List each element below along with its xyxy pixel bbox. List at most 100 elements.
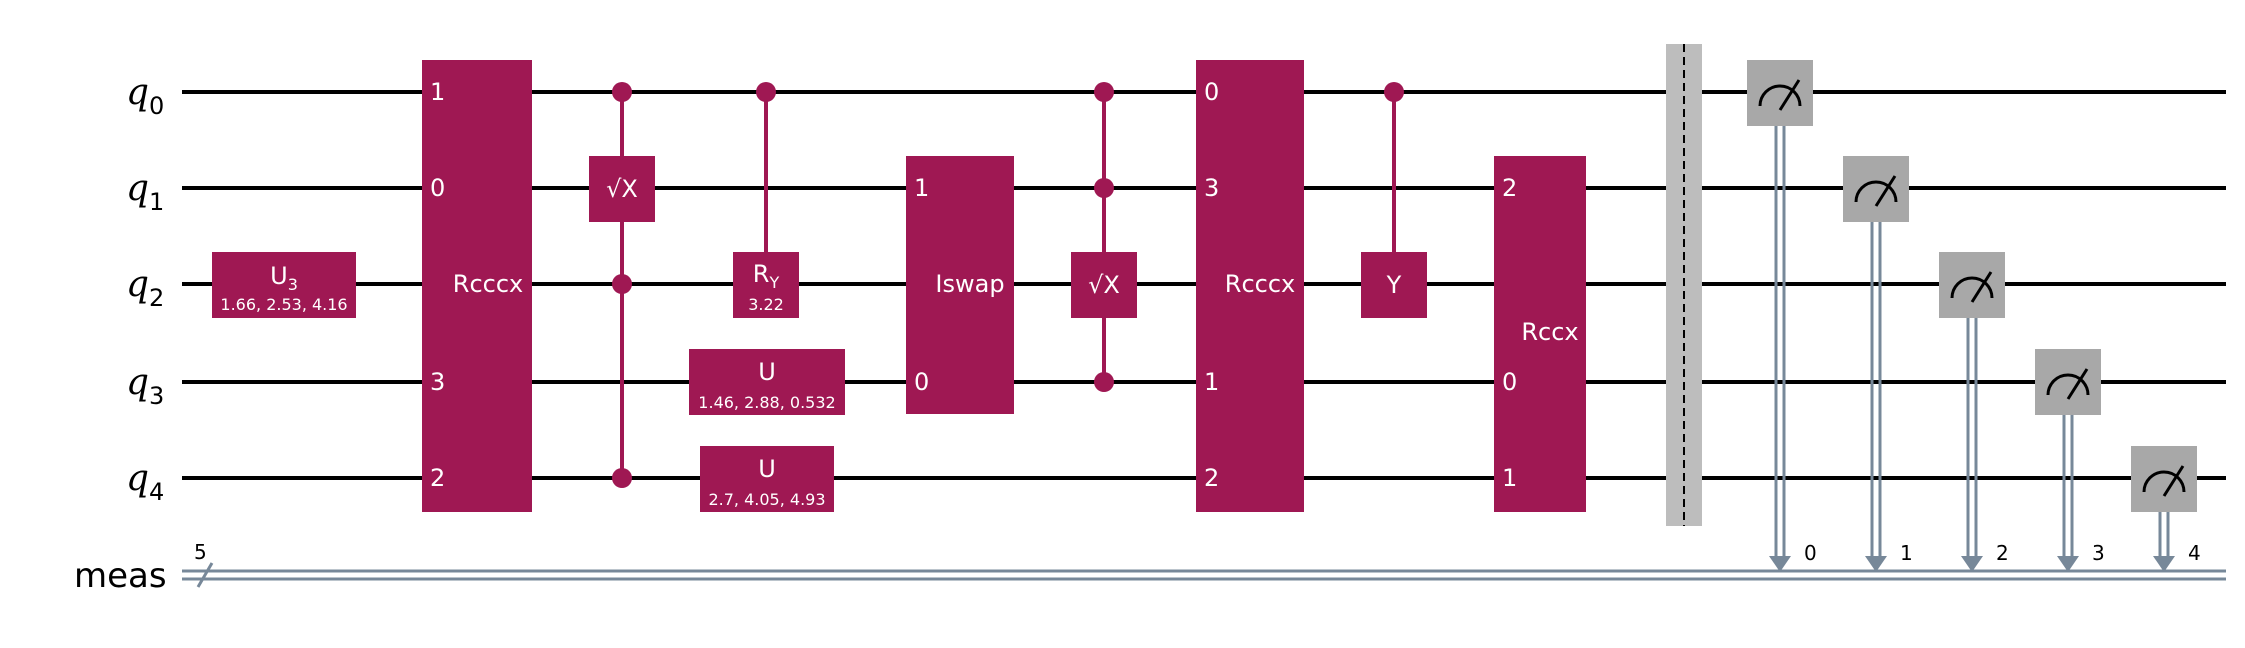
rcccx-gate-2-box bbox=[1196, 60, 1304, 512]
control-dot-q0 bbox=[612, 82, 632, 102]
rcccx-gate-2-pin-q1: 3 bbox=[1204, 174, 1219, 202]
qubit-label-index: 0 bbox=[149, 92, 164, 120]
measurement-q2: 2 bbox=[1939, 252, 2009, 572]
register-size-slash bbox=[196, 562, 214, 588]
gate-label-sub: Y bbox=[768, 273, 779, 292]
sqrtx-gate-2-box bbox=[1071, 252, 1137, 318]
measure-arrow bbox=[2153, 556, 2175, 572]
control-dot-q0 bbox=[1384, 82, 1404, 102]
gate-label-sub: 3 bbox=[288, 275, 298, 294]
qubit-label-index: 3 bbox=[149, 382, 164, 410]
u3-gate-params: 1.66, 2.53, 4.16 bbox=[220, 295, 347, 314]
u-gate-q3-params: 1.46, 2.88, 0.532 bbox=[698, 393, 835, 412]
controlled-y-gate: Y bbox=[1361, 82, 1427, 318]
measure-arrow bbox=[1865, 556, 1887, 572]
iswap-gate-pin-q3: 0 bbox=[914, 368, 929, 396]
meter-icon bbox=[2046, 373, 2090, 396]
qubit-label-index: 4 bbox=[149, 478, 164, 506]
meter-needle bbox=[2066, 368, 2089, 400]
ry-gate-params: 3.22 bbox=[748, 295, 784, 314]
measure-arrow bbox=[1769, 556, 1791, 572]
rccx-gate: Rccx 2 0 1 bbox=[1494, 156, 1586, 512]
rcccx-gate-2-pin-q4: 2 bbox=[1204, 464, 1219, 492]
measure-arrow bbox=[1961, 556, 1983, 572]
control-dot-q1 bbox=[1094, 178, 1114, 198]
iswap-gate-pin-q1: 1 bbox=[914, 174, 929, 202]
qubit-label-name: q bbox=[126, 168, 149, 209]
measure-box bbox=[1843, 156, 1909, 222]
qubit-label-q0: q0 bbox=[126, 72, 164, 120]
measurement-q4: 4 bbox=[2131, 446, 2201, 572]
measure-box bbox=[1747, 60, 1813, 126]
u-gate-q3-box bbox=[689, 349, 845, 415]
control-dot-q0 bbox=[756, 82, 776, 102]
u3-gate-label: U3 bbox=[270, 262, 298, 294]
ry-gate-box bbox=[733, 252, 799, 318]
barrier bbox=[1666, 44, 1702, 526]
ry-gate-label: RY bbox=[753, 260, 780, 292]
qubit-label-name: q bbox=[126, 264, 149, 305]
qubit-label-name: q bbox=[126, 72, 149, 113]
qubit-label-name: q bbox=[126, 362, 149, 403]
u-gate-q4-params: 2.7, 4.05, 4.93 bbox=[708, 490, 825, 509]
sqrtx-gate-1-box bbox=[589, 156, 655, 222]
gate-label-main: R bbox=[753, 260, 770, 288]
rcccx-gate-1-pin-q0: 1 bbox=[430, 78, 445, 106]
meter-icon bbox=[1758, 84, 1802, 107]
meter-needle bbox=[1778, 79, 1801, 111]
meter-icon bbox=[2142, 470, 2186, 493]
meter-needle bbox=[1970, 271, 1993, 303]
measure-cbit-label: 3 bbox=[2092, 541, 2105, 565]
rcccx-gate-1-box bbox=[422, 60, 532, 512]
rccx-gate-pin-q1: 2 bbox=[1502, 174, 1517, 202]
qubit-label-index: 2 bbox=[149, 284, 164, 312]
u3-gate: U3 1.66, 2.53, 4.16 bbox=[212, 252, 356, 318]
rccx-gate-pin-q4: 1 bbox=[1502, 464, 1517, 492]
qubit-label-q1: q1 bbox=[126, 168, 164, 216]
measure-cbit-label: 2 bbox=[1996, 541, 2009, 565]
u-gate-q3: U 1.46, 2.88, 0.532 bbox=[689, 349, 845, 415]
u-gate-q4-label: U bbox=[758, 455, 776, 483]
control-dot-q2 bbox=[612, 274, 632, 294]
qubit-label-q2: q2 bbox=[126, 264, 164, 312]
meter-icon bbox=[1950, 276, 1994, 299]
rcccx-gate-2-pin-q0: 0 bbox=[1204, 78, 1219, 106]
y-gate-box bbox=[1361, 252, 1427, 318]
qubit-label-name: q bbox=[126, 458, 149, 499]
meter-icon bbox=[1854, 180, 1898, 203]
iswap-gate: Iswap 1 0 bbox=[906, 156, 1014, 414]
controlled-sqrtx-gate-1: √X bbox=[589, 82, 655, 488]
rcccx-gate-1-pin-q3: 3 bbox=[430, 368, 445, 396]
iswap-gate-label: Iswap bbox=[935, 270, 1004, 298]
meter-needle bbox=[2162, 465, 2185, 497]
classical-wire: 5 bbox=[182, 540, 2226, 588]
rccx-gate-box bbox=[1494, 156, 1586, 512]
rccx-gate-label: Rccx bbox=[1521, 318, 1578, 346]
sqrtx-gate-1-label: √X bbox=[606, 175, 638, 203]
qubit-labels: q0 q1 q2 q3 q4 meas bbox=[74, 72, 167, 596]
control-dot-q3 bbox=[1094, 372, 1114, 392]
rcccx-gate-1-pin-q1: 0 bbox=[430, 174, 445, 202]
rcccx-gate-2-label: Rcccx bbox=[1225, 270, 1295, 298]
rcccx-gate-1-label: Rcccx bbox=[453, 270, 523, 298]
sqrtx-gate-2-label: √X bbox=[1088, 271, 1120, 299]
u-gate-q4: U 2.7, 4.05, 4.93 bbox=[700, 446, 834, 512]
rcccx-gate-2: Rcccx 0 3 1 2 bbox=[1196, 60, 1304, 512]
rccx-gate-pin-q3: 0 bbox=[1502, 368, 1517, 396]
controlled-ry-gate: RY 3.22 bbox=[733, 82, 799, 318]
measure-cbit-label: 1 bbox=[1900, 541, 1913, 565]
rcccx-gate-1: Rcccx 1 0 3 2 bbox=[422, 60, 532, 512]
u3-gate-box bbox=[212, 252, 356, 318]
measure-cbit-label: 0 bbox=[1804, 541, 1817, 565]
measure-box bbox=[1939, 252, 2005, 318]
y-gate-label: Y bbox=[1386, 271, 1402, 299]
qubit-label-index: 1 bbox=[149, 188, 164, 216]
control-dot-q0 bbox=[1094, 82, 1114, 102]
rcccx-gate-2-pin-q3: 1 bbox=[1204, 368, 1219, 396]
measure-arrow bbox=[2057, 556, 2079, 572]
control-dot-q4 bbox=[612, 468, 632, 488]
measure-box bbox=[2035, 349, 2101, 415]
meter-needle bbox=[1874, 175, 1897, 207]
qubit-label-q4: q4 bbox=[126, 458, 164, 506]
